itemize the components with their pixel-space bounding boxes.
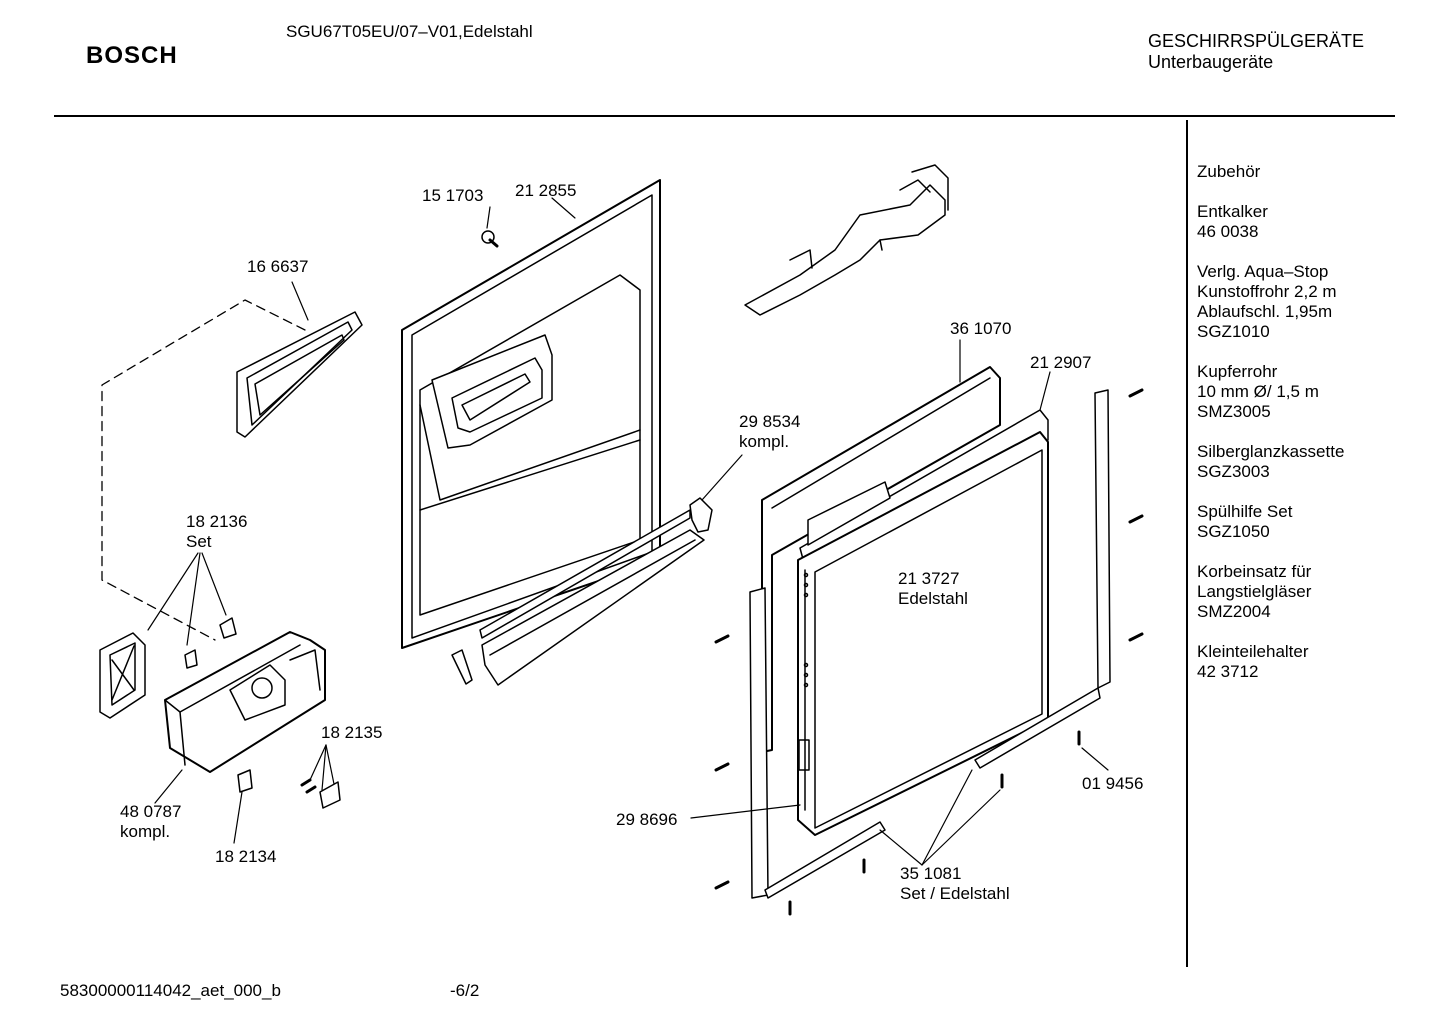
document-id: 58300000114042_aet_000_b bbox=[60, 981, 281, 1000]
side-profile-left bbox=[749, 587, 886, 899]
accessory-item: Silberglanzkassette SGZ3003 bbox=[1197, 442, 1344, 482]
category-line-2: Unterbaugeräte bbox=[1148, 52, 1274, 72]
accessories-title: Zubehör bbox=[1197, 162, 1261, 181]
control-unit bbox=[164, 631, 326, 773]
gasket-frame bbox=[236, 311, 363, 438]
accessory-line: 42 3712 bbox=[1197, 662, 1259, 681]
part-number: 29 8534 bbox=[739, 412, 801, 431]
accessory-line: Kleinteilehalter bbox=[1197, 642, 1309, 661]
part-label-182136: 18 2136 Set bbox=[186, 512, 247, 552]
part-label-351081: 35 1081 Set / Edelstahl bbox=[900, 864, 1010, 904]
accessory-item: Spülhilfe Set SGZ1050 bbox=[1197, 502, 1344, 542]
part-label-298696: 29 8696 bbox=[616, 810, 678, 829]
part-label-212855: 21 2855 bbox=[515, 181, 577, 200]
trim-profile bbox=[451, 497, 713, 686]
accessory-line: SGZ1050 bbox=[1197, 522, 1270, 541]
screw bbox=[481, 230, 499, 248]
accessory-line: SGZ3003 bbox=[1197, 462, 1270, 481]
part-label-480787: 48 0787 kompl. bbox=[120, 802, 181, 842]
part-label-151703: 15 1703 bbox=[422, 186, 484, 205]
accessory-line: Ablaufschl. 1,95m bbox=[1197, 302, 1333, 321]
part-label-361070: 36 1070 bbox=[950, 319, 1012, 338]
leader-lines bbox=[147, 197, 1109, 866]
part-note: Set / Edelstahl bbox=[900, 884, 1010, 903]
model-number: SGU67T05EU/07–V01,Edelstahl bbox=[286, 22, 533, 41]
page-number: -6/2 bbox=[450, 981, 480, 1000]
panel-screws bbox=[714, 388, 1144, 916]
cover-plate bbox=[99, 632, 146, 719]
accessory-line: SGZ1010 bbox=[1197, 322, 1270, 341]
accessory-line: Korbeinsatz für bbox=[1197, 562, 1312, 581]
accessory-line: Spülhilfe Set bbox=[1197, 502, 1293, 521]
part-number: 21 3727 bbox=[898, 569, 960, 588]
part-label-298534: 29 8534 kompl. bbox=[739, 412, 800, 452]
sidebar-divider bbox=[1186, 120, 1188, 967]
accessory-line: Langstielgläser bbox=[1197, 582, 1312, 601]
header-divider bbox=[54, 115, 1395, 117]
part-label-182135: 18 2135 bbox=[321, 723, 383, 742]
part-label-182134: 18 2134 bbox=[215, 847, 277, 866]
part-label-212907: 21 2907 bbox=[1030, 353, 1092, 372]
inner-door bbox=[401, 179, 661, 649]
accessory-line: SMZ3005 bbox=[1197, 402, 1271, 421]
hose-guide-bracket bbox=[744, 164, 949, 316]
side-profile-right bbox=[974, 389, 1111, 769]
accessories-list: Zubehör Entkalker 46 0038 Verlg. Aqua–St… bbox=[1197, 162, 1344, 702]
accessory-item: Kleinteilehalter 42 3712 bbox=[1197, 642, 1344, 682]
part-label-166637: 16 6637 bbox=[247, 257, 309, 276]
accessory-line: 46 0038 bbox=[1197, 222, 1259, 241]
part-number: 18 2136 bbox=[186, 512, 248, 531]
accessory-line: Kupferrohr bbox=[1197, 362, 1278, 381]
part-note: Edelstahl bbox=[898, 589, 968, 608]
small-parts bbox=[184, 617, 341, 809]
part-label-019456: 01 9456 bbox=[1082, 774, 1144, 793]
accessory-line: Silberglanzkassette bbox=[1197, 442, 1345, 461]
part-note: Set bbox=[186, 532, 212, 551]
category-line-1: GESCHIRRSPÜLGERÄTE bbox=[1148, 31, 1365, 51]
accessory-item: Korbeinsatz für Langstielgläser SMZ2004 bbox=[1197, 562, 1344, 622]
exploded-view-drawing bbox=[99, 164, 1144, 916]
brand-logo: BOSCH bbox=[86, 42, 178, 69]
accessory-item: Verlg. Aqua–Stop Kunstoffrohr 2,2 m Abla… bbox=[1197, 262, 1344, 342]
part-note: kompl. bbox=[120, 822, 171, 841]
category: GESCHIRRSPÜLGERÄTE Unterbaugeräte bbox=[1148, 31, 1364, 73]
accessory-line: Verlg. Aqua–Stop bbox=[1197, 262, 1329, 281]
part-label-213727: 21 3727 Edelstahl bbox=[898, 569, 968, 609]
accessory-line: 10 mm Ø/ 1,5 m bbox=[1197, 382, 1319, 401]
accessory-item: Kupferrohr 10 mm Ø/ 1,5 m SMZ3005 bbox=[1197, 362, 1344, 422]
accessory-line: SMZ2004 bbox=[1197, 602, 1271, 621]
accessory-line: Kunstoffrohr 2,2 m bbox=[1197, 282, 1337, 301]
part-note: kompl. bbox=[739, 432, 790, 451]
part-number: 48 0787 bbox=[120, 802, 182, 821]
part-number: 35 1081 bbox=[900, 864, 962, 883]
assembly-dashed-line bbox=[101, 299, 306, 641]
accessory-item: Entkalker 46 0038 bbox=[1197, 202, 1344, 242]
accessory-line: Entkalker bbox=[1197, 202, 1268, 221]
